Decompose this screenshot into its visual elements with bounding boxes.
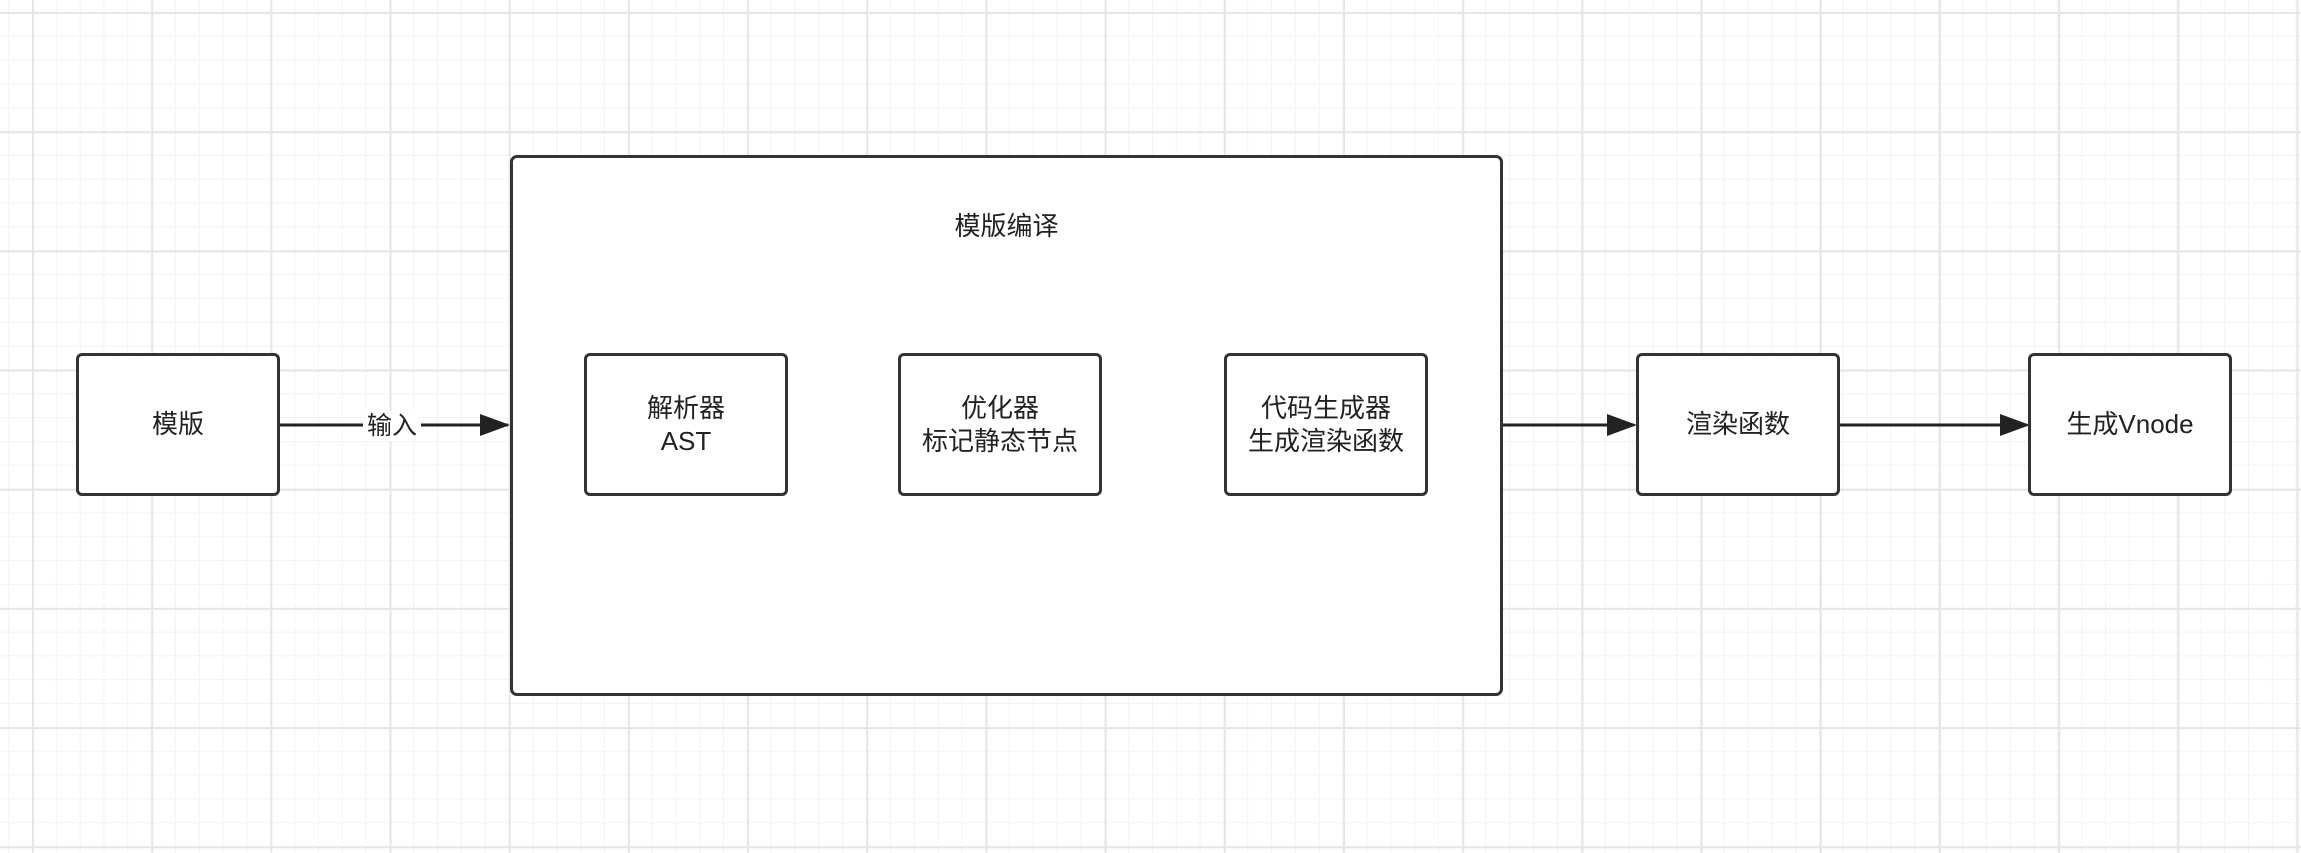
node-vnode-label: 生成Vnode (2066, 409, 2194, 439)
edge-label-input: 输入 (363, 411, 422, 441)
node-codegen-label-line2: 生成渲染函数 (1247, 425, 1404, 456)
node-optimizer-label-line2: 标记静态节点 (921, 425, 1078, 456)
arrowhead-compile (480, 414, 510, 436)
node-render-function[interactable]: 渲染函数 (1636, 353, 1840, 496)
node-optimizer[interactable]: 优化器 标记静态节点 (898, 353, 1102, 496)
node-render-function-label: 渲染函数 (1685, 409, 1790, 439)
node-parser-label-line1: 解析器 (646, 392, 725, 423)
node-vnode[interactable]: 生成Vnode (2028, 353, 2232, 496)
node-template[interactable]: 模版 (76, 353, 280, 496)
arrowhead-render (1607, 414, 1637, 436)
node-optimizer-label-line1: 优化器 (960, 392, 1039, 423)
node-codegen[interactable]: 代码生成器 生成渲染函数 (1224, 353, 1428, 496)
node-parser[interactable]: 解析器 AST (584, 353, 788, 496)
arrowhead-vnode (2000, 414, 2030, 436)
node-parser-label-line2: AST (660, 425, 712, 456)
node-template-label: 模版 (151, 409, 204, 439)
group-title: 模版编译 (954, 211, 1059, 241)
node-codegen-label-line1: 代码生成器 (1260, 392, 1391, 423)
